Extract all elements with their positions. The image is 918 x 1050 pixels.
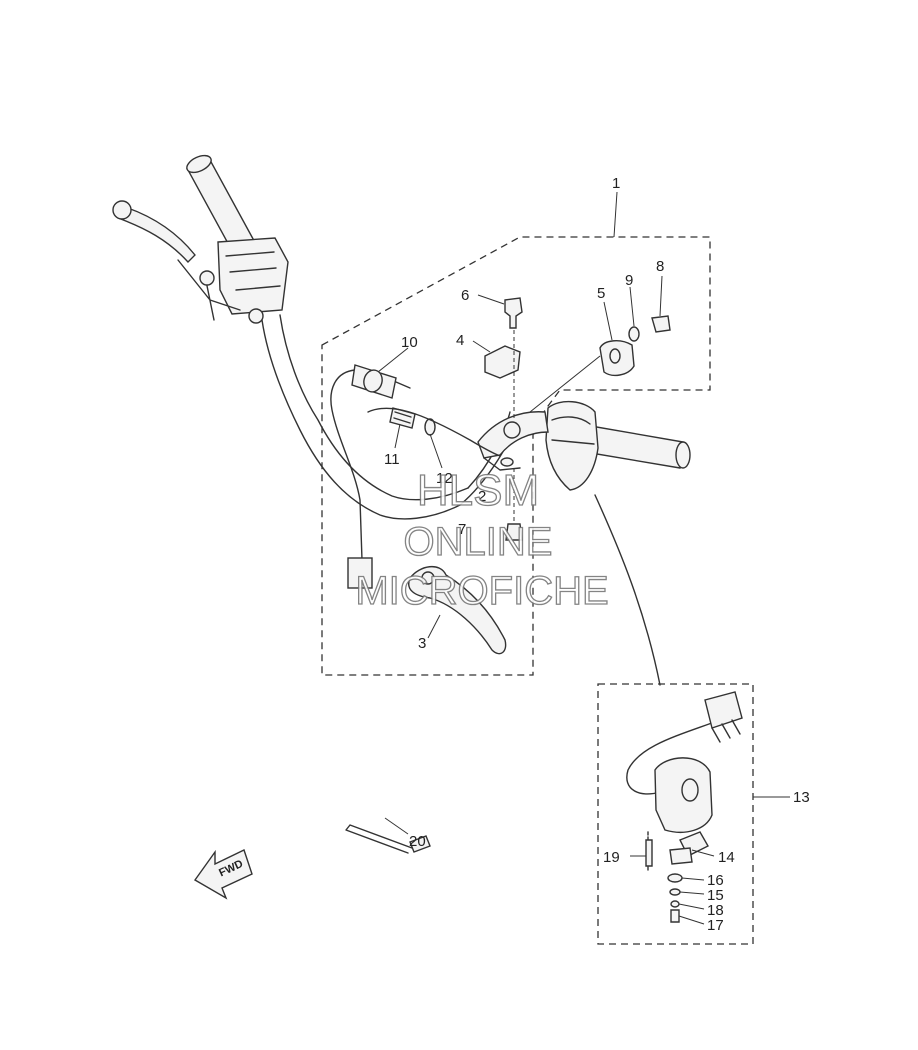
part-5-clamp [599, 340, 635, 377]
watermark-line-2: ONLINE [404, 520, 553, 564]
fwd-arrow-icon: FWD [193, 849, 253, 900]
handlebar-switch-assembly [626, 691, 743, 923]
callout-2: 2 [478, 488, 486, 505]
leader-lines [377, 191, 790, 925]
left-grip-assembly [112, 154, 289, 324]
callout-7: 7 [458, 521, 466, 538]
switch-cable [330, 369, 363, 561]
callout-15: 15 [707, 887, 724, 904]
lever-holder [477, 411, 549, 471]
right-grip-assembly [545, 401, 691, 491]
callout-18: 18 [707, 902, 724, 919]
callout-12: 12 [436, 470, 453, 487]
cable-connector [347, 557, 373, 589]
callout-numbers: 1 2 3 4 5 6 7 8 9 10 11 12 13 14 15 16 1… [384, 175, 810, 934]
part-8-screw [651, 315, 671, 333]
callout-9: 9 [625, 272, 633, 289]
callout-1: 1 [612, 175, 620, 192]
part-9-washer [628, 326, 640, 342]
cable-adjuster [367, 407, 501, 457]
kit-boundary-13 [597, 683, 754, 945]
watermark-line-3: MICROFICHE [355, 569, 608, 613]
clutch-switch [351, 364, 411, 399]
callout-4: 4 [456, 332, 464, 349]
callout-3: 3 [418, 635, 426, 652]
part-7-nut [505, 523, 523, 541]
callout-5: 5 [597, 285, 605, 302]
part-4-bracket [484, 345, 521, 379]
clutch-lever [408, 566, 507, 655]
right-switch-cable [594, 494, 661, 686]
callout-10: 10 [401, 334, 418, 351]
cable-tie [345, 824, 431, 854]
callout-8: 8 [656, 258, 664, 275]
kit-boundary-1 [321, 236, 711, 676]
callout-6: 6 [461, 287, 469, 304]
callout-11: 11 [384, 451, 400, 468]
callout-20: 20 [409, 833, 426, 850]
callout-17: 17 [707, 917, 724, 934]
watermark: HLSM ONLINE MICROFICHE [355, 465, 610, 613]
part-6-bolt [504, 297, 523, 329]
watermark-line-1: HLSM [417, 466, 539, 515]
callout-13: 13 [793, 789, 810, 806]
callout-19: 19 [603, 849, 620, 866]
callout-16: 16 [707, 872, 724, 889]
callout-14: 14 [718, 849, 735, 866]
